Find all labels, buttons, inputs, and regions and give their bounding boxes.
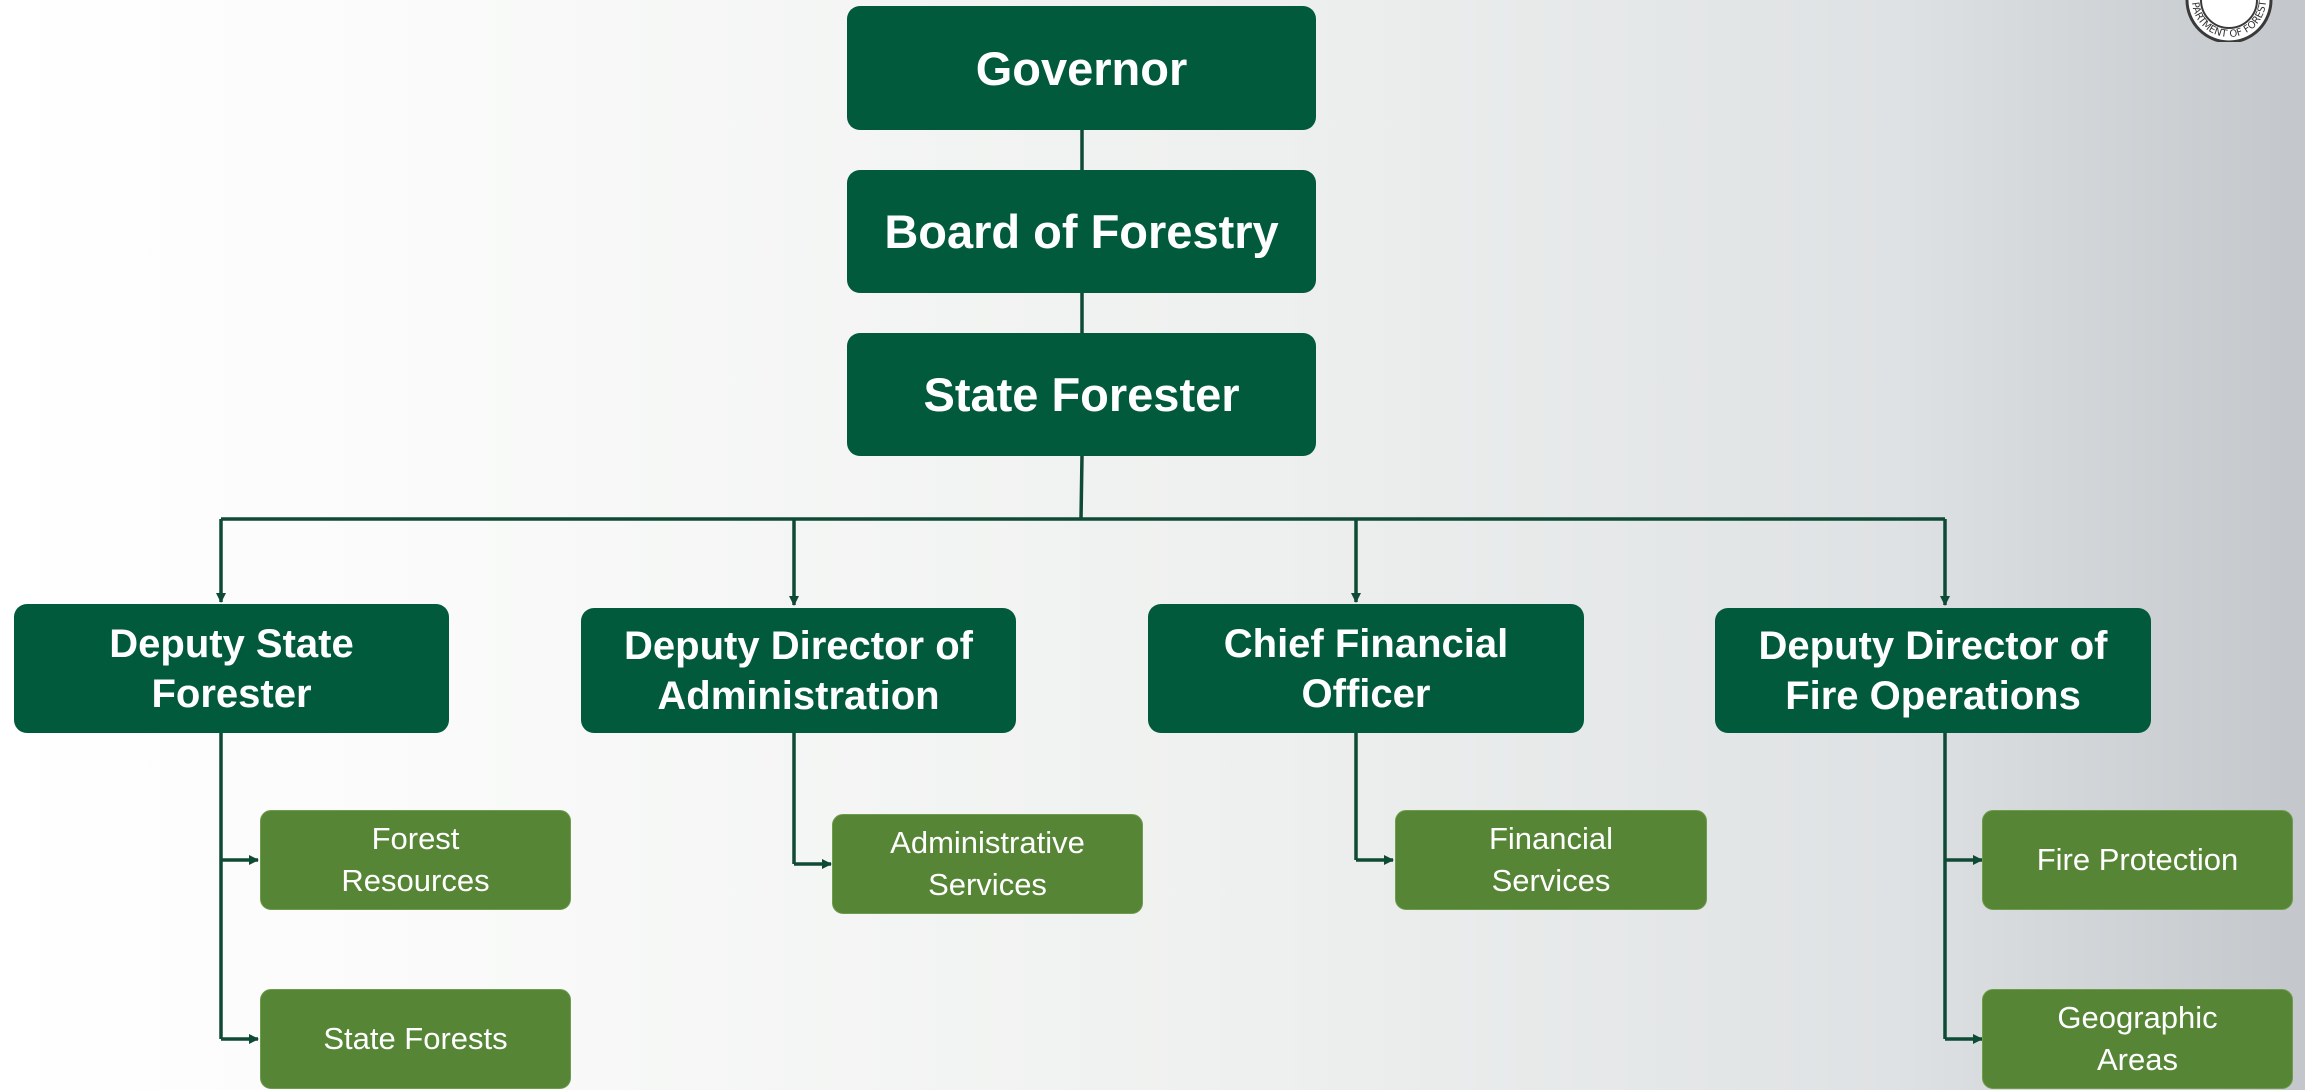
board-of-forestry-label: Board of Forestry [884,205,1279,258]
board-of-forestry-box: Board of Forestry [847,170,1316,293]
state-forester-box: State Forester [847,333,1316,456]
deputy-state-forester-label: Deputy State Forester [109,621,354,716]
governor-box: Governor [847,6,1316,130]
fire-protection-box: Fire Protection [1982,810,2293,910]
chief-financial-officer-label: Chief Financial Officer [1223,621,1509,716]
financial-services-label: Financial Services [1488,821,1614,898]
deputy-director-fire-operations-label: Deputy Director of Fire Operations [1758,623,2108,718]
financial-services-box: Financial Services [1395,810,1707,910]
deputy-state-forester-box: Deputy State Forester [14,604,449,733]
administrative-services-label: Administrative Services [890,825,1085,902]
geographic-areas-label: Geographic Areas [2057,1000,2218,1077]
forest-resources-label: Forest Resources [341,821,490,898]
forest-resources-box: Forest Resources [260,810,571,910]
deputy-director-administration-label: Deputy Director of Administration [624,623,973,718]
fire-protection-label: Fire Protection [2036,842,2239,878]
administrative-services-box: Administrative Services [832,814,1143,914]
department-seal-logo: DEPARTMENT OF FORESTRY [2184,0,2274,42]
state-forester-label: State Forester [923,368,1240,421]
state-forests-label: State Forests [323,1021,508,1057]
deputy-director-administration-box: Deputy Director of Administration [581,608,1016,733]
governor-label: Governor [975,41,1188,95]
chief-financial-officer-box: Chief Financial Officer [1148,604,1584,733]
geographic-areas-box: Geographic Areas [1982,989,2293,1089]
deputy-director-fire-operations-box: Deputy Director of Fire Operations [1715,608,2151,733]
connector-forester-bus [1079,455,1084,520]
state-forests-box: State Forests [260,989,571,1089]
